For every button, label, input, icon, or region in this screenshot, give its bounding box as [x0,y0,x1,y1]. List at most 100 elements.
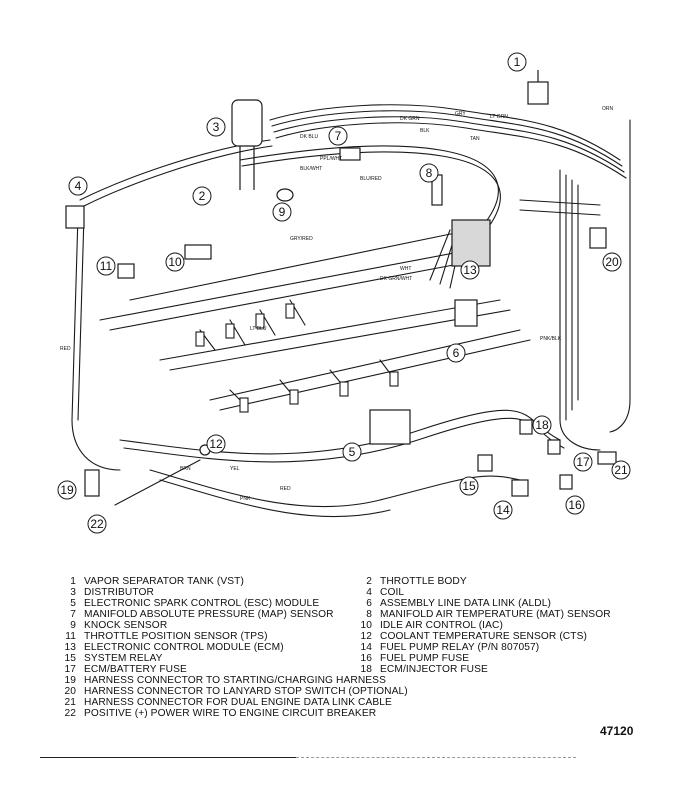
svg-text:3: 3 [213,120,220,134]
svg-text:22: 22 [90,517,104,531]
svg-text:8: 8 [426,166,433,180]
callout-10: 10 [165,252,185,272]
wire-color-labels: GRY LT GRN DK GRN BLK TAN DK BLU PPL/WHT… [60,106,614,502]
fuel-pump-relay [511,479,529,497]
svg-text:ORN: ORN [602,106,614,112]
callout-20: 20 [602,252,622,272]
ecm-injector-fuse [519,419,533,435]
svg-text:10: 10 [168,255,182,269]
svg-text:PNK/BLK: PNK/BLK [540,336,562,342]
harness-right [559,169,601,451]
callout-12: 12 [206,434,226,454]
knock-sensor [276,188,294,202]
components [65,70,617,497]
svg-text:2: 2 [199,189,206,203]
svg-text:RED: RED [280,486,291,492]
fuel-injectors [195,303,399,413]
callout-1: 1 [507,52,527,72]
connector-19 [84,469,100,497]
svg-text:5: 5 [349,445,356,459]
map-sensor [339,147,361,161]
fuel-pump-fuse [559,474,573,490]
callout-6: 6 [446,343,466,363]
svg-text:20: 20 [605,255,619,269]
svg-text:TAN: TAN [470,136,480,142]
coil-body [65,205,85,229]
harness-left-vertical [71,214,121,471]
svg-text:LT GRN: LT GRN [490,114,508,120]
svg-text:BLK/WHT: BLK/WHT [300,166,322,172]
svg-text:17: 17 [576,455,590,469]
distributor-body [231,99,263,147]
aldl-connector [454,299,478,327]
callout-14: 14 [493,500,513,520]
svg-text:7: 7 [335,129,342,143]
svg-text:19: 19 [60,483,74,497]
svg-text:YEL: YEL [230,466,240,472]
callout-7: 7 [328,126,348,146]
figure-id: 47120 [600,724,634,738]
callout-9: 9 [272,202,292,222]
callout-18: 18 [532,415,552,435]
svg-text:BRN: BRN [180,466,191,472]
system-relay [477,454,493,472]
harness-injectors [99,249,471,321]
svg-text:LT BLU: LT BLU [250,326,267,332]
divider-faint [296,757,576,759]
esc-module [369,409,411,445]
ecm-battery-fuse [547,439,561,455]
svg-text:18: 18 [535,418,549,432]
svg-text:16: 16 [568,498,582,512]
svg-text:PNK: PNK [240,496,251,502]
callout-16: 16 [565,495,585,515]
callout-13: 13 [460,260,480,280]
svg-text:15: 15 [462,479,476,493]
harness-top [269,104,621,161]
callout-15: 15 [459,476,479,496]
callout-17: 17 [573,452,593,472]
power-wire [114,459,201,506]
svg-text:RED: RED [60,346,71,352]
svg-text:4: 4 [75,179,82,193]
svg-text:11: 11 [100,259,113,273]
wiring-diagram: 1 2 3 4 5 6 7 8 9 10 11 12 13 14 15 16 1… [57,52,631,534]
svg-text:9: 9 [279,205,286,219]
svg-text:6: 6 [453,346,460,360]
callout-22: 22 [87,514,107,534]
callout-2: 2 [192,186,212,206]
callout-11: 11 [96,256,116,276]
iac-valve [184,244,212,260]
callout-3: 3 [206,117,226,137]
connector-21 [597,451,617,465]
callout-labels: 1 2 3 4 5 6 7 8 9 10 11 12 13 14 15 16 1… [57,52,631,534]
svg-text:DK BLU: DK BLU [300,134,318,140]
tps-sensor [117,263,135,279]
svg-text:GRY: GRY [455,111,466,117]
svg-text:WHT: WHT [400,266,411,272]
svg-text:14: 14 [496,503,510,517]
svg-text:BLK: BLK [420,128,430,134]
svg-text:DK GRN/WHT: DK GRN/WHT [380,276,412,282]
harness-lower [119,409,561,455]
callout-19: 19 [57,480,77,500]
connector-20 [589,227,607,249]
svg-text:PPL/WHT: PPL/WHT [320,156,342,162]
callout-21: 21 [611,460,631,480]
